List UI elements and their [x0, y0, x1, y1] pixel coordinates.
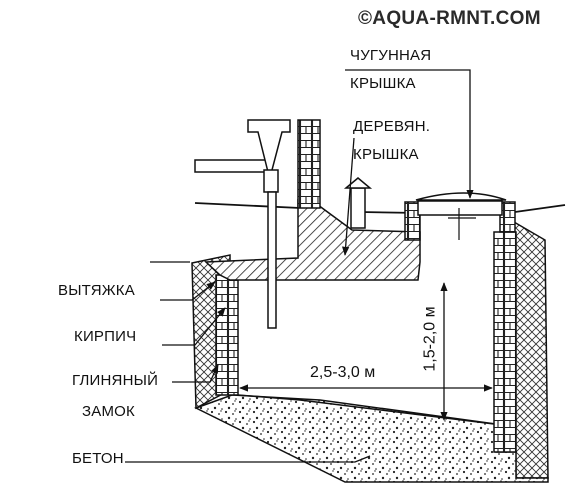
chimney-brick-column	[297, 119, 321, 209]
hatch-brick-right	[499, 201, 516, 233]
left-brick-wall	[215, 274, 239, 396]
right-brick-wall	[493, 231, 517, 453]
height-dimension-label: 1,5-2,0 м	[421, 306, 439, 372]
inner-floor	[237, 394, 495, 425]
inlet-pipe	[194, 119, 291, 329]
label-cast-iron-cover-line1: ЧУГУННАЯ	[350, 47, 432, 64]
leader-lines	[125, 69, 474, 463]
label-cast-iron-cover-line2: КРЫШКА	[350, 75, 416, 92]
label-wooden-cover-line1: ДЕРЕВЯН.	[353, 118, 431, 135]
label-ventilation: ВЫТЯЖКА	[58, 282, 135, 299]
cast-iron-cover	[415, 192, 507, 201]
hatch-brick-left	[404, 201, 421, 241]
clay-lock-right	[513, 220, 549, 479]
label-brick: КИРПИЧ	[74, 328, 137, 345]
label-concrete: БЕТОН	[72, 450, 124, 467]
vent-pipe	[343, 177, 373, 229]
label-clay-lock-line1: ГЛИНЯНЫЙ	[72, 372, 159, 389]
label-clay-lock-line2: ЗАМОК	[82, 403, 135, 420]
width-dimension-label: 2,5-3,0 м	[310, 364, 376, 381]
wooden-cover	[417, 200, 503, 216]
label-wooden-cover-line2: КРЫШКА	[353, 146, 419, 163]
site-watermark: ©AQUA-RMNT.COM	[358, 8, 541, 29]
